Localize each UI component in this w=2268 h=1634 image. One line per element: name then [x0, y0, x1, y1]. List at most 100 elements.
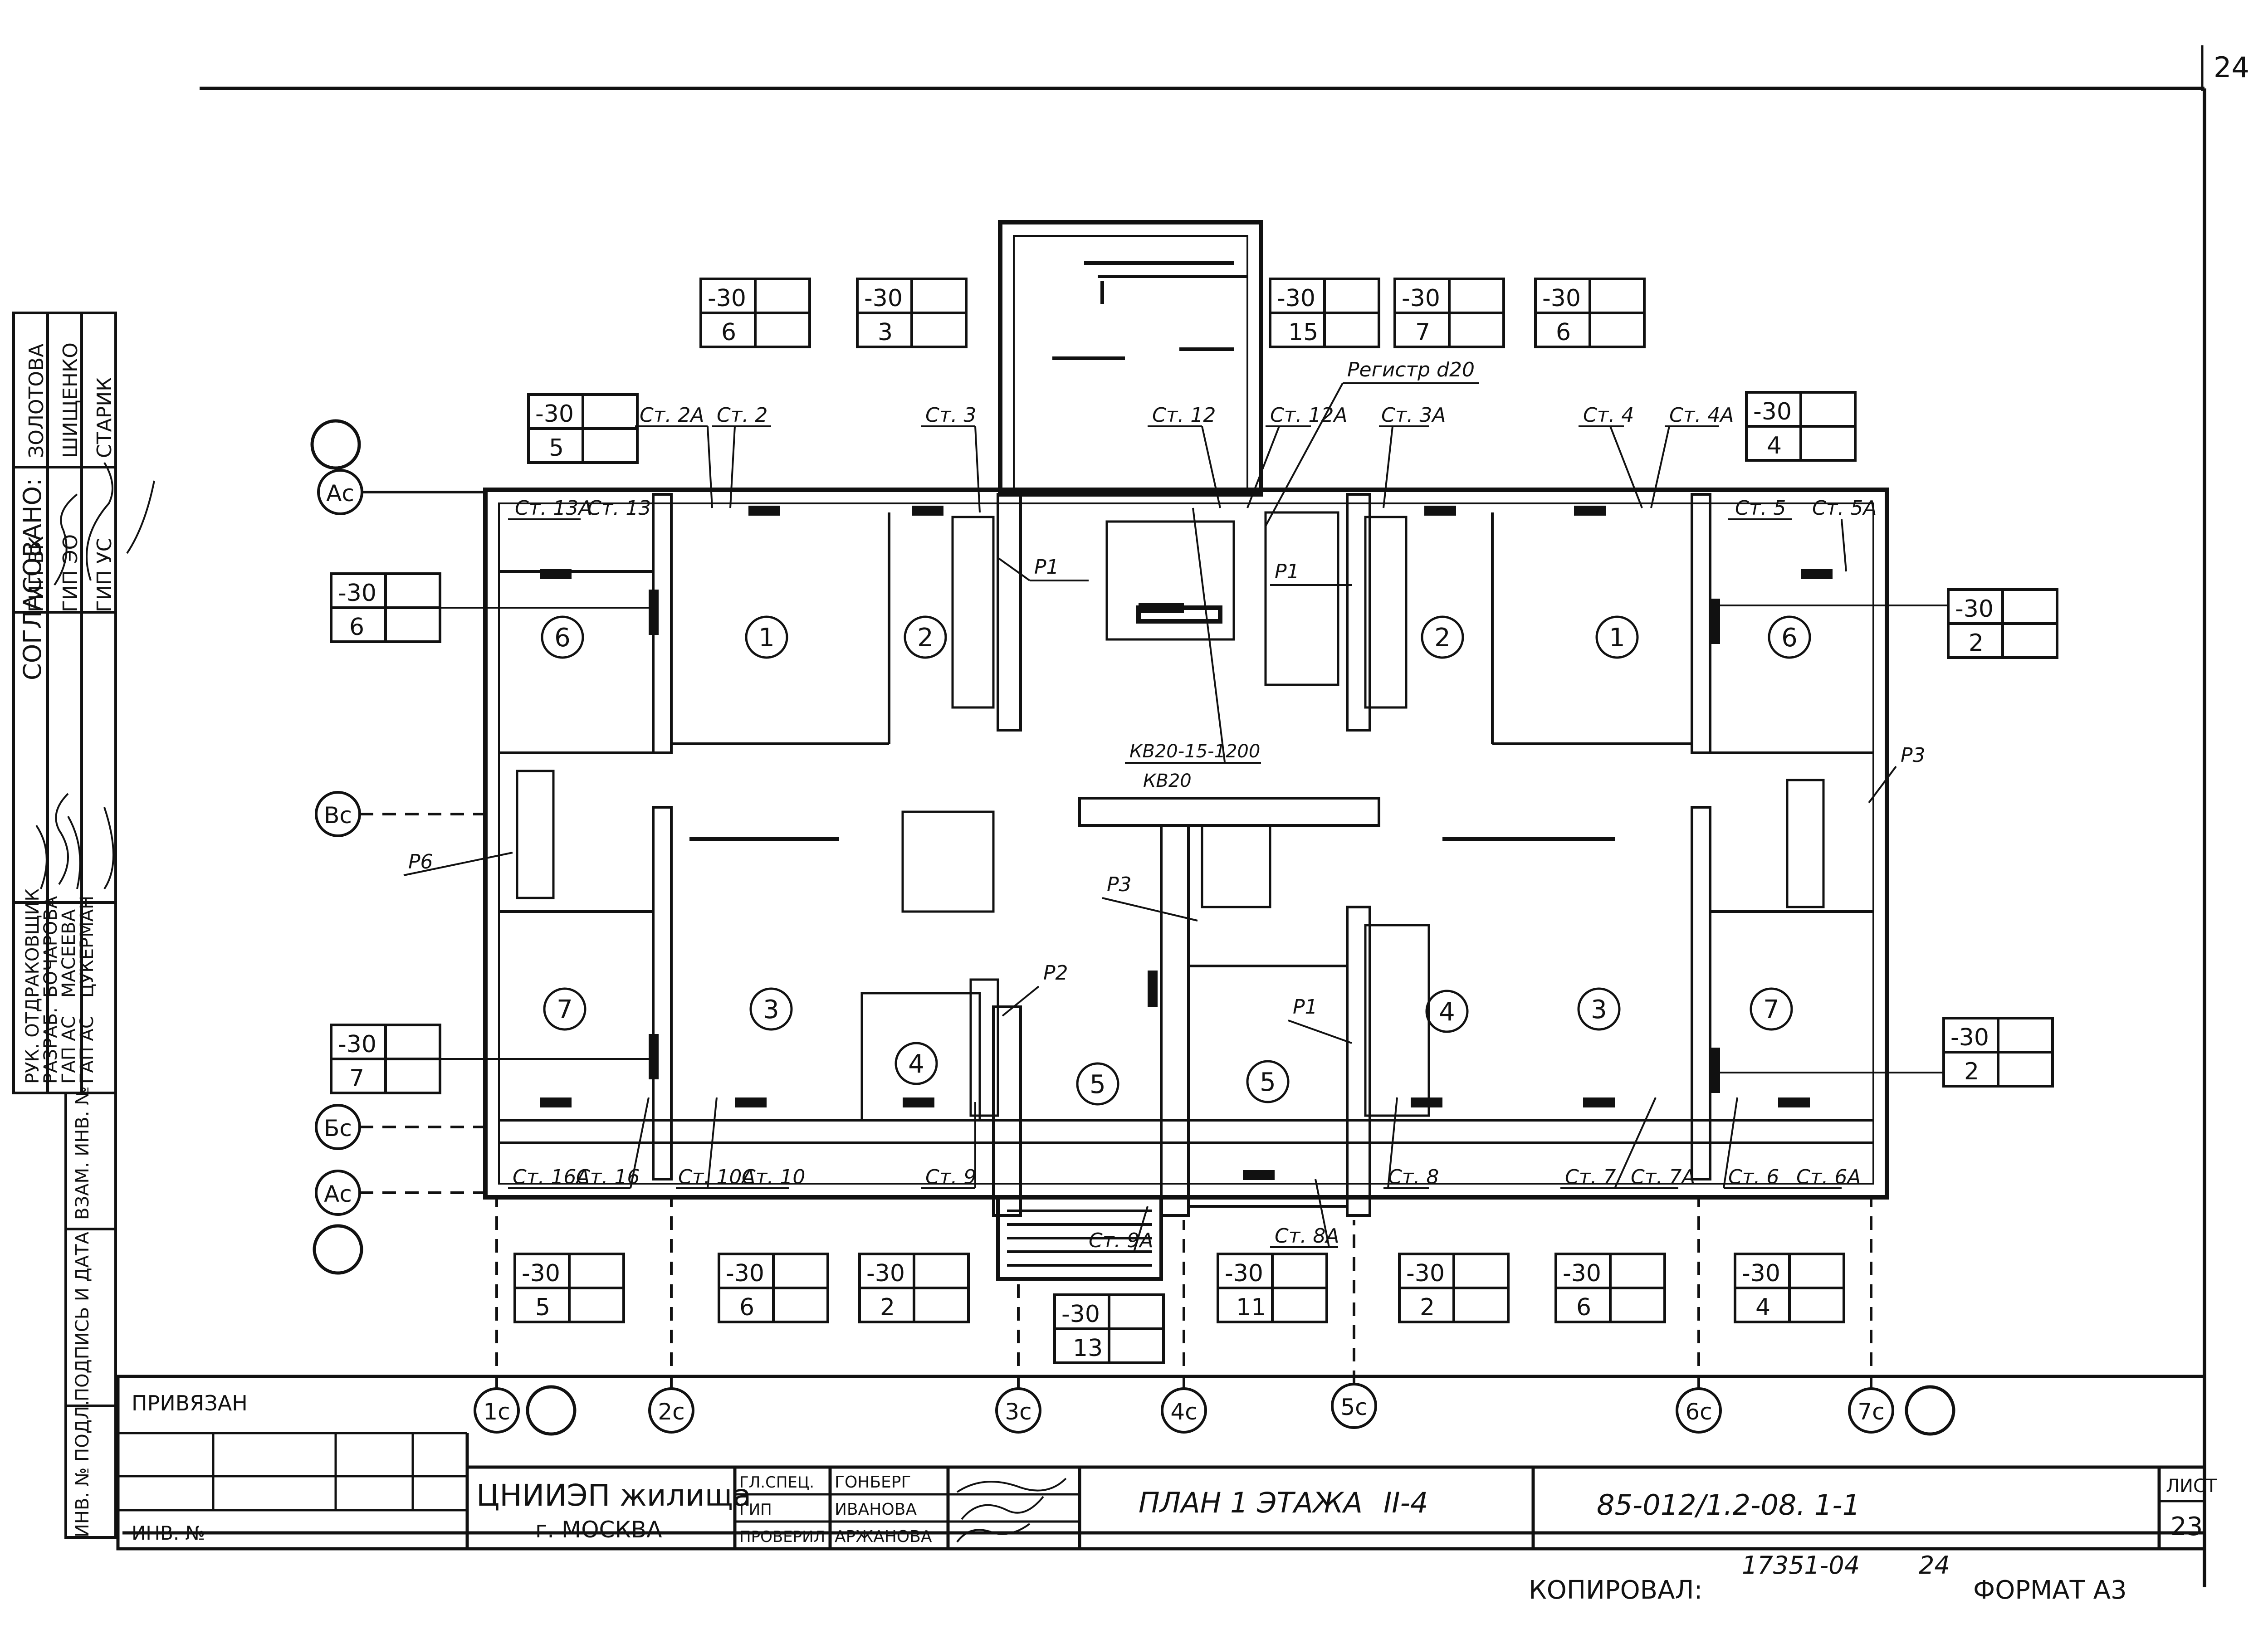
stand-pipe-label: Ст. 4 [1583, 404, 1634, 427]
temp-box: -305 [527, 393, 639, 464]
axis-label: 7с [1857, 1399, 1884, 1425]
temp-value: -30 [1277, 285, 1315, 312]
room-marker: 1 [745, 615, 788, 659]
room-marker: 5 [1246, 1060, 1290, 1103]
convector-note: КВ20 [1143, 771, 1192, 791]
axis-label: 5с [1340, 1394, 1367, 1420]
axis-marker-bottom: 7с [1848, 1197, 1894, 1434]
side-label-replace: ВЗАМ. ИНВ. № [72, 1086, 93, 1220]
riser-label: Р3 [1107, 873, 1132, 896]
approval-role-2: ГИП ЭО [59, 534, 82, 612]
stand-pipe-label: Ст. 16 [576, 1166, 640, 1189]
stand-pipe-label: Ст. 10 [742, 1166, 805, 1189]
outer-wall [483, 488, 1889, 1200]
sheet-frame: 24 [122, 45, 2249, 1587]
temp-value: -30 [1406, 1260, 1445, 1287]
stand-pipe-label: Ст. 9 [925, 1166, 976, 1189]
room-marker: 2 [904, 615, 947, 659]
temp-count: 6 [349, 614, 364, 641]
stand-pipe-label: Ст. 2 [717, 404, 767, 427]
approval-name-1: ЗОЛОТОВА [25, 344, 48, 458]
temp-count: 11 [1236, 1294, 1266, 1321]
inventory-label: ИНВ. № [132, 1522, 205, 1544]
building-plan [483, 220, 1889, 1281]
axis-marker-bottom: 5с [1331, 1220, 1377, 1429]
temp-box: -302 [1719, 1017, 2054, 1088]
room-number: 5 [1090, 1070, 1106, 1099]
riser-label: Р1 [1034, 556, 1059, 579]
temp-count: 5 [549, 434, 564, 462]
author-name-3: МАСЕЕВА [59, 909, 79, 998]
riser-labels: Р1 Р1 Р1 Р2 Р3 Р3 Р6 Регистр d20 КВ20-15… [403, 358, 1926, 1044]
sheet-label: ЛИСТ [2166, 1476, 2217, 1497]
temp-count: 6 [1576, 1294, 1591, 1321]
temp-count: 4 [1767, 432, 1782, 459]
author-name-1: РАКОВЩИК [22, 888, 43, 998]
axis-label: 4с [1170, 1399, 1197, 1425]
temp-box: -302 [858, 1253, 970, 1323]
staff-role: ГИП [739, 1501, 772, 1519]
temp-value: -30 [1061, 1301, 1100, 1328]
staff-role: ПРОВЕРИЛ [739, 1528, 825, 1546]
drawing-variant: II-4 [1383, 1486, 1428, 1519]
temp-count: 2 [1420, 1294, 1435, 1321]
entrance-stairs [996, 1195, 1163, 1281]
author-role-1: РУК. ОТД. [22, 992, 43, 1084]
stand-pipe-label: Ст. 7 [1565, 1166, 1616, 1189]
temp-count: 6 [739, 1294, 754, 1321]
room-number: 3 [1591, 995, 1607, 1024]
axis-marker-bottom: 1с [474, 1197, 520, 1434]
room-marker: 6 [541, 615, 584, 659]
title-block: ПРИВЯЗАН ИНВ. № ЦНИИЭП жилища г. МОСКВА … [116, 1375, 2217, 1551]
approval-signatures [54, 462, 155, 586]
organization-city: г. МОСКВА [535, 1517, 662, 1543]
temp-count: 2 [1969, 629, 1984, 657]
temp-value: -30 [522, 1260, 560, 1287]
temp-value: -30 [338, 580, 376, 607]
approval-role-1: ГИП ВК [25, 536, 48, 612]
temp-value: -30 [1402, 285, 1440, 312]
axis-label: Вс [324, 802, 352, 829]
axis-label: 2с [658, 1399, 684, 1425]
axis-label: 3с [1005, 1399, 1031, 1425]
stamp-note: 24 [1919, 1551, 1950, 1580]
stand-pipe-label: Ст. 5А [1812, 497, 1877, 520]
room-marker: 5 [1076, 1062, 1119, 1106]
axis-marker-bottom: 6с [1676, 1197, 1722, 1434]
staff-role: ГЛ.СПЕЦ. [739, 1473, 814, 1492]
approval-header: СОГЛАСОВАНО: [18, 478, 47, 680]
riser-label: Р1 [1293, 995, 1318, 1019]
temp-count: 13 [1073, 1335, 1103, 1362]
axis-blank-circle [313, 1224, 363, 1275]
temp-value: -30 [866, 1260, 905, 1287]
organization-name: ЦНИИЭП жилища [476, 1478, 751, 1513]
temp-box: -306 [1534, 278, 1646, 348]
temp-box: -304 [1745, 391, 1857, 462]
room-number: 1 [758, 623, 775, 653]
axis-blank-circle [310, 419, 361, 470]
author-name-4: ЦУКЕРМАН [77, 896, 98, 998]
temp-box: -306 [718, 1253, 829, 1323]
temp-value: -30 [708, 285, 746, 312]
room-marker: 2 [1421, 615, 1464, 659]
stand-pipe-label: Ст. 7А [1631, 1166, 1695, 1189]
room-marker: 4 [894, 1042, 938, 1085]
temp-box: -304 [1734, 1253, 1845, 1323]
author-role-3: ГАП АС [59, 1016, 79, 1084]
axis-marker-left: Бс [315, 1104, 485, 1150]
stand-pipe-label: Ст. 13 [587, 497, 651, 520]
axis-blank-circle [526, 1385, 577, 1436]
temp-count: 6 [1556, 319, 1571, 346]
room-number: 5 [1260, 1068, 1276, 1097]
room-marker: 6 [1768, 615, 1811, 659]
stand-pipe-label: Ст. 12 [1152, 404, 1216, 427]
temp-value: -30 [338, 1031, 376, 1058]
axis-label: Бс [324, 1115, 352, 1141]
temp-box: -307 [330, 1024, 649, 1094]
stand-pipe-label: Ст. 5 [1735, 497, 1786, 520]
riser-label: Р1 [1275, 560, 1300, 583]
axis-blank-circle [1905, 1385, 1955, 1436]
